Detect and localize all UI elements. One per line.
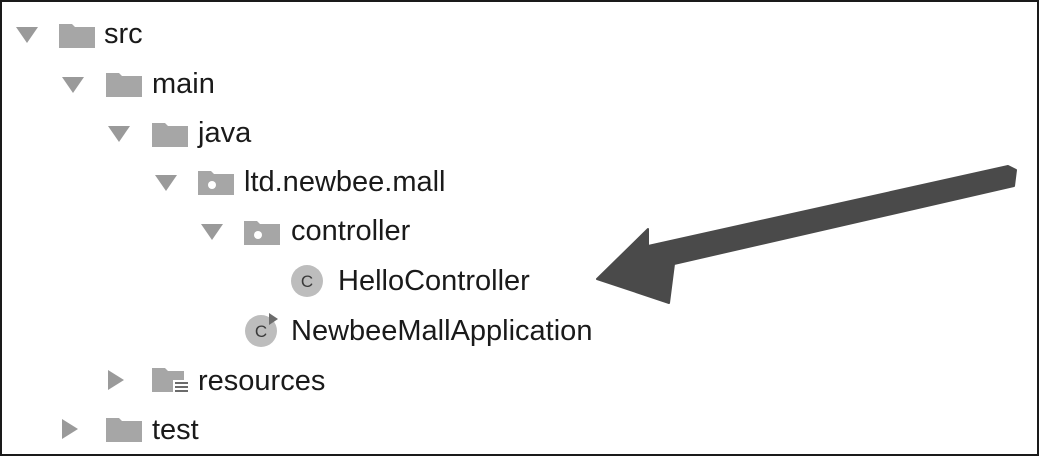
expand-arrow-java[interactable] (106, 113, 132, 153)
tree-item-resources[interactable]: resources (198, 365, 326, 397)
runnable-class-icon: C (245, 313, 278, 347)
svg-text:C: C (255, 322, 267, 341)
package-icon (198, 171, 234, 195)
tree-item-main[interactable]: main (152, 68, 215, 100)
expand-arrow-test[interactable] (58, 409, 84, 449)
resources-folder-icon (152, 368, 190, 395)
tree-item-controller[interactable]: controller (291, 215, 411, 247)
class-icon: C (291, 265, 323, 297)
expand-arrow-src[interactable] (14, 14, 40, 54)
folder-icon (59, 24, 95, 48)
folder-icon (106, 418, 142, 442)
tree-item-java[interactable]: java (198, 117, 252, 149)
package-icon (244, 221, 280, 245)
tree-item-hello-controller[interactable]: HelloController (338, 265, 530, 297)
tree-item-test[interactable]: test (152, 414, 199, 446)
tree-item-newbee-mall-application[interactable]: NewbeeMallApplication (291, 315, 593, 347)
expand-arrow-controller[interactable] (199, 211, 225, 251)
expand-arrow-resources[interactable] (104, 360, 130, 400)
folder-icon (106, 73, 142, 97)
svg-text:C: C (301, 272, 313, 291)
expand-arrow-main[interactable] (60, 64, 86, 104)
expand-arrow-ltd-newbee-mall[interactable] (153, 162, 179, 202)
tree-item-ltd-newbee-mall[interactable]: ltd.newbee.mall (244, 166, 446, 198)
tree-item-src[interactable]: src (104, 18, 143, 50)
source-folder-icon (152, 123, 188, 147)
